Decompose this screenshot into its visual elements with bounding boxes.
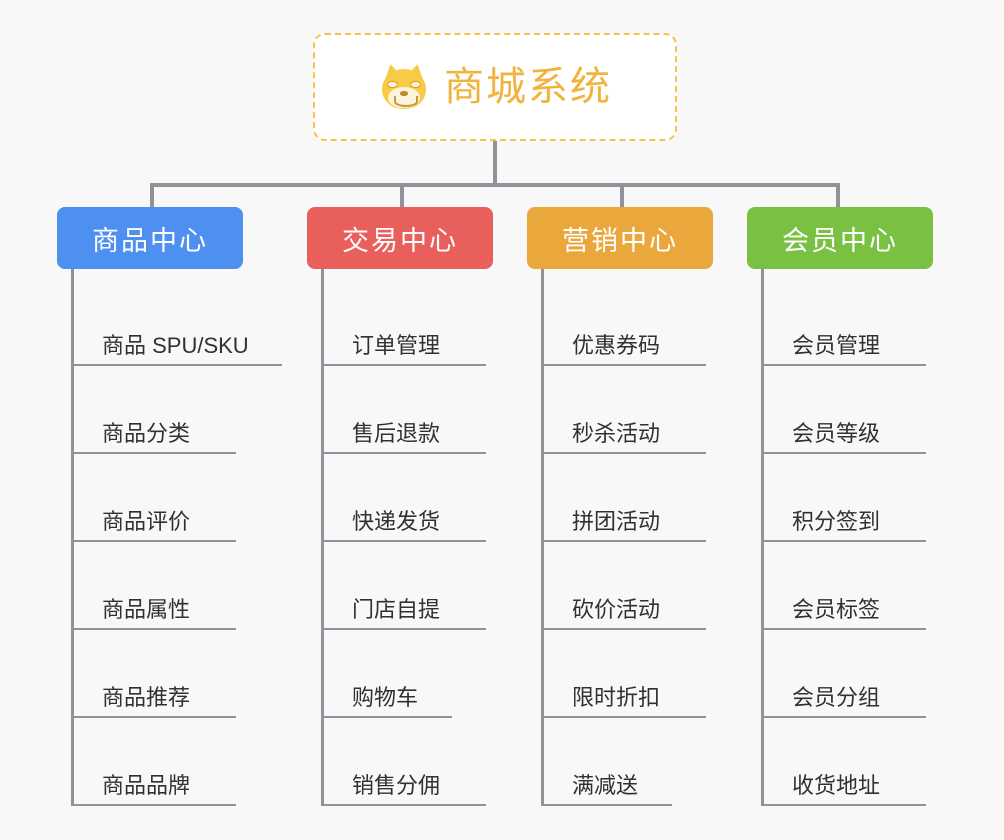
leaf-item-label: 收货地址 (792, 772, 881, 798)
category-header-member-center[interactable]: 会员中心 (747, 207, 933, 269)
leaf-item[interactable]: 商品推荐 (74, 630, 236, 718)
connector-drop-1 (150, 183, 154, 209)
root-node[interactable]: 商城系统 (313, 33, 677, 141)
leaf-item[interactable]: 会员等级 (764, 366, 926, 454)
leaf-item[interactable]: 快递发货 (324, 454, 486, 542)
dog-eye-left-icon (387, 81, 398, 88)
shiba-dog-emoji-icon (378, 62, 430, 111)
category-header-label: 交易中心 (342, 225, 458, 256)
leaf-item[interactable]: 销售分佣 (324, 718, 486, 806)
dog-eye-right-icon (410, 81, 421, 88)
leaf-item-label: 快递发货 (352, 508, 441, 534)
leaf-item[interactable]: 拼团活动 (544, 454, 706, 542)
leaf-item[interactable]: 秒杀活动 (544, 366, 706, 454)
leaf-item[interactable]: 会员分组 (764, 630, 926, 718)
leaf-item-label: 会员管理 (792, 332, 881, 358)
leaf-item-label: 会员标签 (792, 596, 881, 622)
leaf-item-label: 商品分类 (102, 420, 191, 446)
connector-horizontal-bus (150, 183, 840, 187)
category-header-label: 会员中心 (782, 225, 898, 256)
connector-drop-3 (620, 183, 624, 209)
leaf-item-label: 销售分佣 (352, 772, 441, 798)
leaf-item[interactable]: 会员管理 (764, 278, 926, 366)
leaf-item[interactable]: 优惠券码 (544, 278, 706, 366)
leaf-item[interactable]: 订单管理 (324, 278, 486, 366)
leaf-item[interactable]: 限时折扣 (544, 630, 706, 718)
category-header-marketing-center[interactable]: 营销中心 (527, 207, 713, 269)
leaf-item[interactable]: 商品 SPU/SKU (74, 278, 282, 366)
leaf-list-member-center: 会员管理会员等级积分签到会员标签会员分组收货地址 (761, 269, 933, 806)
leaf-item-label: 门店自提 (352, 596, 441, 622)
leaf-item-label: 商品属性 (102, 596, 191, 622)
category-header-trade-center[interactable]: 交易中心 (307, 207, 493, 269)
leaf-item[interactable]: 购物车 (324, 630, 452, 718)
category-column-marketing-center: 营销中心优惠券码秒杀活动拼团活动砍价活动限时折扣满减送 (527, 207, 713, 806)
leaf-list-marketing-center: 优惠券码秒杀活动拼团活动砍价活动限时折扣满减送 (541, 269, 713, 806)
dog-mouth-icon (394, 96, 418, 107)
leaf-item-label: 会员等级 (792, 420, 881, 446)
leaf-item-label: 拼团活动 (572, 508, 661, 534)
leaf-item[interactable]: 收货地址 (764, 718, 926, 806)
leaf-item-label: 商品品牌 (102, 772, 191, 798)
category-column-member-center: 会员中心会员管理会员等级积分签到会员标签会员分组收货地址 (747, 207, 933, 806)
leaf-list-trade-center: 订单管理售后退款快递发货门店自提购物车销售分佣 (321, 269, 493, 806)
leaf-item-label: 售后退款 (352, 420, 441, 446)
leaf-item-label: 商品推荐 (102, 684, 191, 710)
connector-root-stem (493, 141, 497, 185)
leaf-item[interactable]: 门店自提 (324, 542, 486, 630)
leaf-item-label: 优惠券码 (572, 332, 661, 358)
root-title: 商城系统 (444, 65, 612, 109)
connector-drop-4 (836, 183, 840, 209)
leaf-item-label: 商品评价 (102, 508, 191, 534)
leaf-item[interactable]: 商品品牌 (74, 718, 236, 806)
category-header-label: 营销中心 (562, 225, 678, 256)
leaf-item[interactable]: 商品分类 (74, 366, 236, 454)
leaf-item-label: 砍价活动 (572, 596, 661, 622)
leaf-item-label: 会员分组 (792, 684, 881, 710)
leaf-item-label: 秒杀活动 (572, 420, 661, 446)
leaf-item[interactable]: 售后退款 (324, 366, 486, 454)
category-column-trade-center: 交易中心订单管理售后退款快递发货门店自提购物车销售分佣 (307, 207, 493, 806)
leaf-item[interactable]: 会员标签 (764, 542, 926, 630)
leaf-item-label: 积分签到 (792, 508, 881, 534)
leaf-item-label: 购物车 (352, 684, 419, 710)
leaf-item-label: 满减送 (572, 772, 639, 798)
category-header-label: 商品中心 (92, 225, 208, 256)
leaf-item[interactable]: 商品评价 (74, 454, 236, 542)
leaf-item-label: 订单管理 (352, 332, 441, 358)
category-header-product-center[interactable]: 商品中心 (57, 207, 243, 269)
leaf-item[interactable]: 商品属性 (74, 542, 236, 630)
leaf-item[interactable]: 满减送 (544, 718, 672, 806)
dog-nose-icon (400, 91, 408, 96)
category-column-product-center: 商品中心商品 SPU/SKU 商品分类商品评价商品属性商品推荐商品品牌 (57, 207, 282, 806)
leaf-item[interactable]: 砍价活动 (544, 542, 706, 630)
connector-drop-2 (400, 183, 404, 209)
leaf-item-label: 限时折扣 (572, 684, 661, 710)
leaf-item-label: 商品 SPU/SKU (102, 332, 249, 358)
leaf-list-product-center: 商品 SPU/SKU 商品分类商品评价商品属性商品推荐商品品牌 (71, 269, 282, 806)
leaf-item[interactable]: 积分签到 (764, 454, 926, 542)
